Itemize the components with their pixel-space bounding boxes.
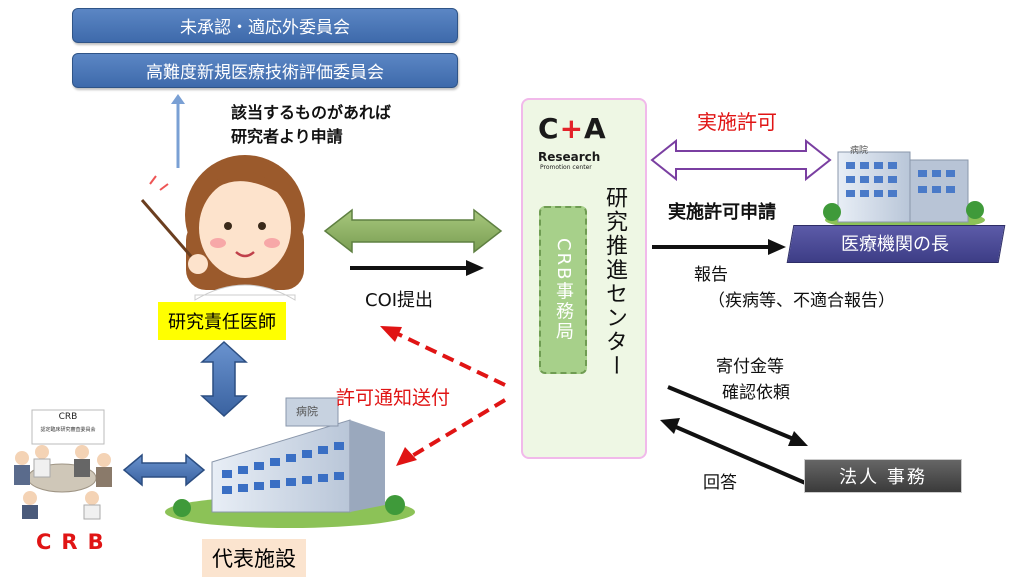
donation-label-line1: 寄付金等 <box>716 357 784 377</box>
implement-permit-label: 実施許可 <box>697 110 777 134</box>
hospital-head-sign: 病院 <box>850 146 869 156</box>
crb-label: CRB <box>36 530 114 554</box>
researcher-illustration <box>140 155 305 301</box>
crb-office: CRB事務局 <box>539 206 587 374</box>
corp-office-box: 法人 事務 <box>804 459 962 493</box>
researcher-note: 該当するものがあれば 研究者より申請 <box>231 101 391 149</box>
research-center-name: 研究推進センター <box>602 186 627 378</box>
center-logo-sub: Promotion center <box>540 164 592 171</box>
representative-hospital-illustration <box>165 397 415 528</box>
hospital-head-label: 医療機関の長 <box>841 234 949 255</box>
report-label: 報告 <box>694 265 728 285</box>
researcher-label: 研究責任医師 <box>158 302 286 340</box>
donation-arrow <box>667 385 808 446</box>
reply-arrow <box>660 418 811 487</box>
coi-label: COI提出 <box>365 290 434 311</box>
blue-vertical-double-arrow <box>200 340 248 418</box>
report-detail-label: （疾病等、不適合報告） <box>708 291 895 311</box>
center-logo-research: Research <box>538 150 601 164</box>
researcher-note-line1: 該当するものがあれば <box>231 103 392 122</box>
blue-horizontal-double-arrow <box>122 453 206 487</box>
permit-notice-label: 許可通知送付 <box>336 387 451 409</box>
representative-hospital-sign: 病院 <box>296 405 318 418</box>
researcher-note-line2: 研究者より申請 <box>231 127 343 146</box>
donation-label-line2: 確認依頼 <box>722 383 790 403</box>
committee-unapproved: 未承認・適応外委員会 <box>72 8 458 43</box>
reply-label: 回答 <box>703 473 737 493</box>
coi-arrow <box>350 260 484 276</box>
up-arrow-to-committees <box>171 94 185 168</box>
implement-request-label: 実施許可申請 <box>668 202 776 223</box>
crb-board-sub: 認定臨床研究審査委員会 <box>40 427 96 433</box>
crb-meeting-illustration <box>14 409 112 520</box>
green-double-arrow <box>323 208 503 254</box>
request-arrow <box>652 239 786 255</box>
hospital-head-illustration <box>823 151 985 230</box>
center-logo: C+A <box>538 112 607 145</box>
crb-board-sign: CRB <box>58 412 78 422</box>
purple-double-arrow <box>650 138 832 182</box>
representative-label: 代表施設 <box>202 539 306 577</box>
committee-advanced-tech: 高難度新規医療技術評価委員会 <box>72 53 458 88</box>
red-dashed-arrows <box>380 326 507 466</box>
